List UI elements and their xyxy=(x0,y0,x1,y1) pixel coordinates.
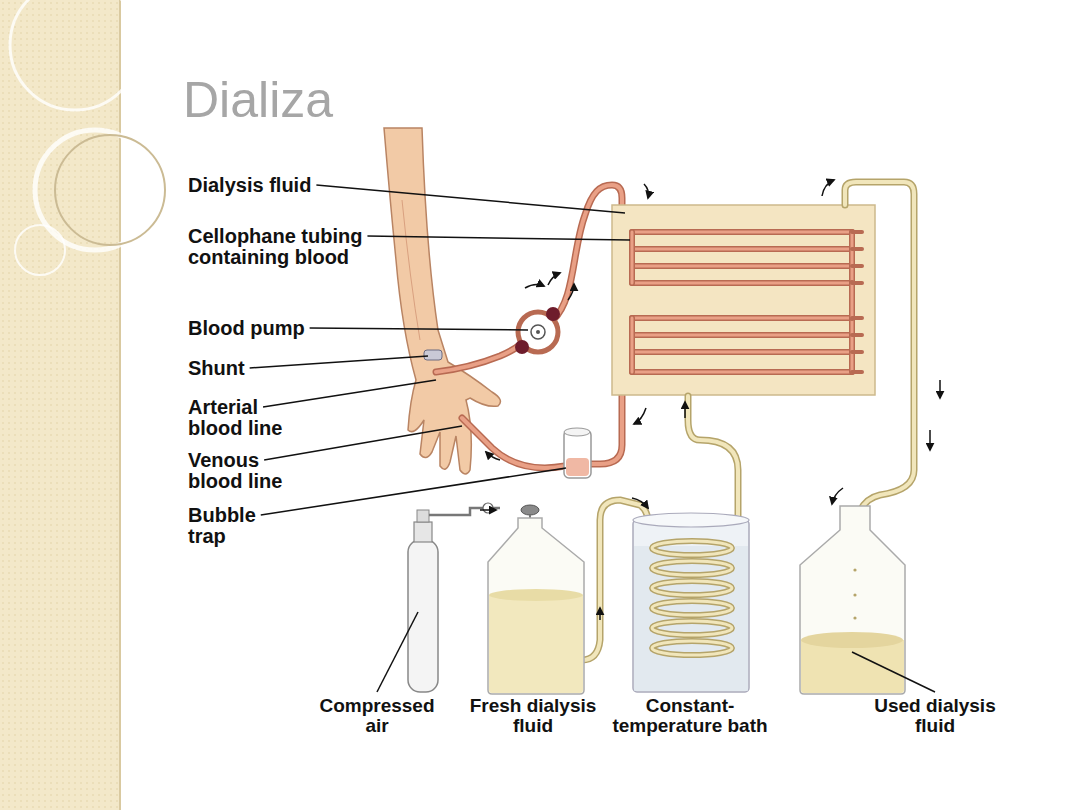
arterial-line-label: Arterial blood line xyxy=(188,397,308,439)
dialysis-fluid-label: Dialysis fluid xyxy=(188,175,403,196)
leader-line xyxy=(377,612,418,692)
leader-line xyxy=(367,236,630,240)
leader-line xyxy=(263,380,436,407)
venous-line-label: Venous blood line xyxy=(188,450,308,492)
pump-label: Blood pump xyxy=(188,318,388,339)
leader-line xyxy=(264,426,462,460)
leader-line xyxy=(316,185,625,213)
tubing-label: Cellophane tubing containing blood xyxy=(188,226,403,268)
leader-line xyxy=(310,328,528,330)
leader-line xyxy=(261,468,566,515)
shunt-label: Shunt xyxy=(188,358,388,379)
leader-line xyxy=(852,652,935,692)
slide-title: Dializa xyxy=(183,72,333,128)
bubble-trap-label: Bubble trap xyxy=(188,505,288,547)
leader-line xyxy=(250,356,428,368)
bath-label: Constant-temperature bath xyxy=(595,696,785,736)
air-label: Compressed air xyxy=(312,696,442,736)
fresh-fluid-label: Fresh dialysis fluid xyxy=(458,696,608,736)
used-fluid-label: Used dialysis fluid xyxy=(860,696,1010,736)
